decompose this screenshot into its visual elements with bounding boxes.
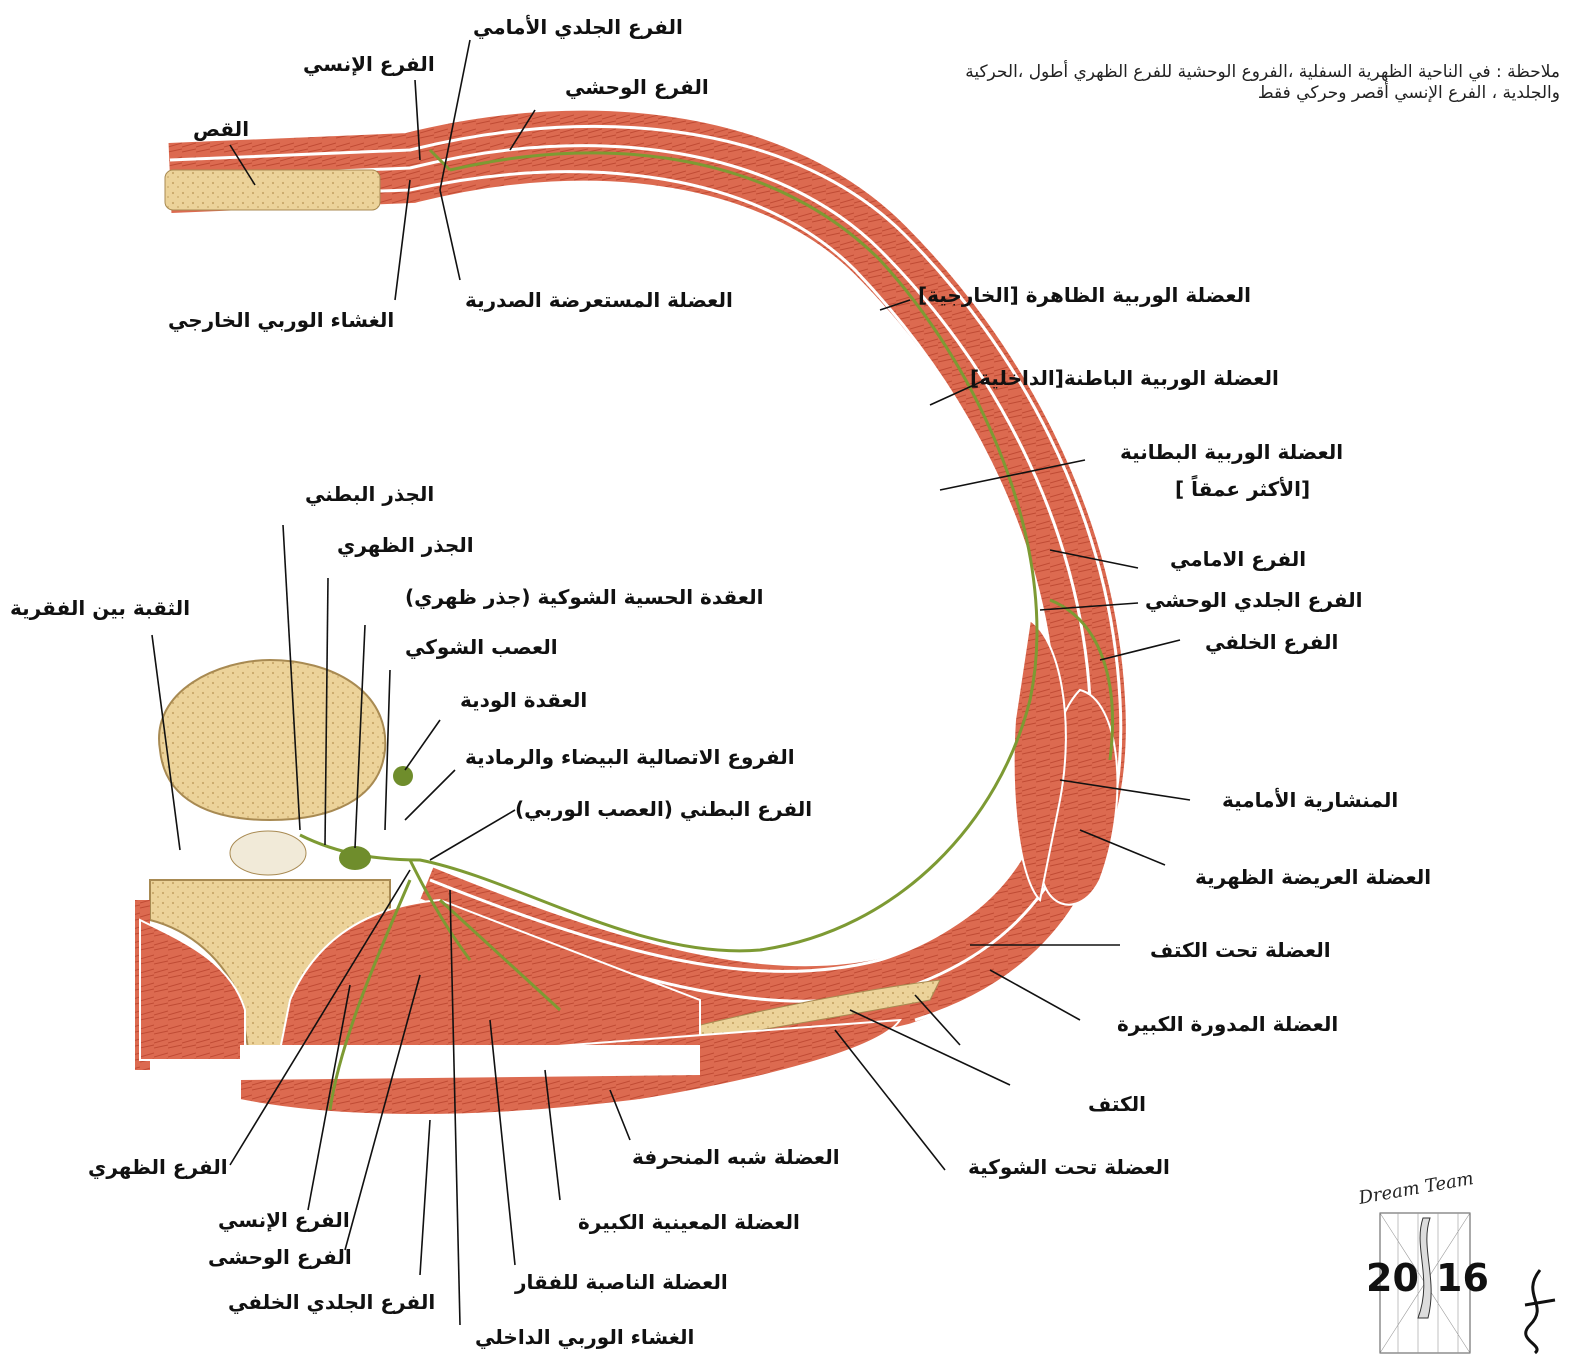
label-lateral-cutaneous-branch: الفرع الجلدي الوحشي	[1145, 588, 1363, 612]
label-rami-communicantes: الفروع الاتصالية البيضاء والرمادية	[465, 745, 795, 769]
label-teres-major: العضلة المدورة الكبيرة	[1117, 1012, 1338, 1036]
label-spinal-nerve: العصب الشوكي	[405, 635, 558, 659]
label-medial-branch: الفرع الإنسي	[218, 1208, 350, 1232]
label-serratus-anterior: المنشارية الأمامية	[1222, 788, 1398, 812]
label-posterior-cutaneous-branch: الفرع الجلدي الخلفي	[228, 1290, 435, 1314]
label-erector-spinae: العضلة الناصبة للفقار	[515, 1270, 728, 1294]
label-innermost-intercostal: العضلة الوربية البطانية	[1120, 440, 1343, 464]
vertebral-body-shape	[159, 660, 385, 820]
label-dorsal-ramus: الفرع الظهري	[88, 1155, 228, 1179]
label-lateral-branch-top: الفرع الوحشي	[565, 75, 709, 99]
label-dorsal-root-ganglion: العقدة الحسية الشوكية (جذر ظهري)	[405, 585, 763, 609]
label-latissimus-dorsi: العضلة العريضة الظهرية	[1195, 865, 1431, 889]
label-subscapularis: العضلة تحت الكتف	[1150, 938, 1331, 962]
label-scapula: الكتف	[1088, 1092, 1146, 1116]
label-anterior-branch: الفرع الامامي	[1170, 547, 1306, 571]
label-anterior-cutaneous-branch-top: الفرع الجلدي الأمامي	[473, 15, 683, 39]
spinal-cord-shape	[230, 831, 306, 875]
logo-year-left: 20	[1366, 1256, 1419, 1300]
label-internal-intercostal: العضلة الوربية الباطنة[الداخلية]	[970, 366, 1279, 390]
label-dorsal-root: الجذر الظهري	[337, 533, 474, 557]
label-transversus-thoracis: العضلة المستعرضة الصدرية	[465, 288, 733, 312]
logo-year-right: 16	[1436, 1256, 1489, 1300]
label-internal-intercostal-membrane: الغشاء الوربي الداخلي	[475, 1325, 694, 1349]
label-medial-branch-top: الفرع الإنسي	[303, 52, 435, 76]
label-rhomboid-major: العضلة المعينية الكبيرة	[578, 1210, 800, 1234]
label-sympathetic-ganglion: العقدة الودية	[460, 688, 587, 712]
signature	[1510, 1265, 1560, 1355]
label-posterior-branch: الفرع الخلفي	[1205, 630, 1338, 654]
label-intervertebral-foramen: الثقبة بين الفقرية	[10, 596, 190, 620]
sympathetic-ganglion-shape	[393, 766, 413, 786]
label-trapezius: العضلة شبه المنحرفة	[632, 1145, 840, 1169]
label-external-intercostal-membrane: الغشاء الوربي الخارجي	[168, 308, 394, 332]
dorsal-root-ganglion-shape	[339, 846, 371, 870]
label-sternum: القص	[193, 117, 249, 141]
label-ventral-ramus: الفرع البطني (العصب الوربي)	[515, 797, 812, 821]
label-ventral-root: الجذر البطني	[305, 482, 434, 506]
label-external-intercostal: العضلة الوربية الظاهرة [الخارجية]	[918, 283, 1251, 307]
sternum-shape	[165, 170, 380, 210]
label-innermost-intercostal-note: [الأكثر عمقاً ]	[1175, 477, 1310, 501]
note-text: ملاحظة : في الناحية الظهرية السفلية ،الف…	[960, 62, 1560, 105]
label-infraspinatus: العضلة تحت الشوكية	[968, 1155, 1170, 1179]
dream-team-logo: Dream Team 20 16	[1358, 1178, 1488, 1358]
label-lateral-branch: الفرع الوحشى	[208, 1245, 352, 1269]
